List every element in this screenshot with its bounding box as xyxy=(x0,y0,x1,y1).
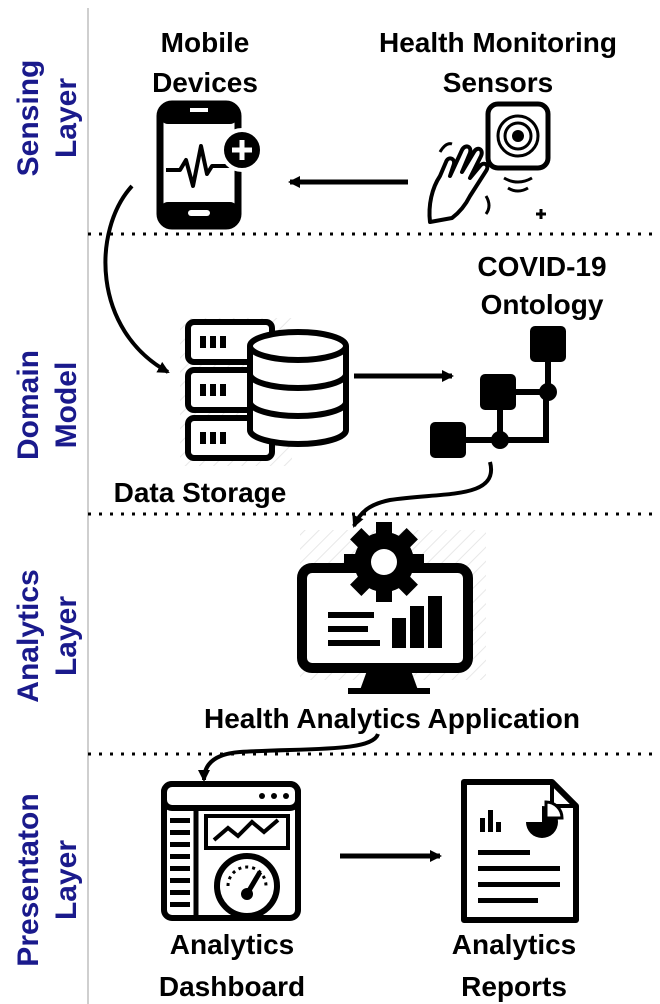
reports-label-line1: Analytics xyxy=(452,929,577,960)
layer-label-presentation: Presentaton Layer xyxy=(12,793,83,966)
app-label: Health Analytics Application xyxy=(204,703,580,734)
layer-label-domain: Domain Model xyxy=(12,350,83,460)
dashboard-label-line1: Analytics xyxy=(170,929,295,960)
sensors-label-line2: Sensors xyxy=(443,67,554,98)
mobile-health-icon xyxy=(156,100,264,230)
mobile-to-storage-arrow xyxy=(103,184,170,374)
layer-label-line1: Analytics xyxy=(12,569,45,702)
sensors-label-line1: Health Monitoring xyxy=(379,27,617,58)
ontology-to-app-arrow xyxy=(352,461,494,528)
mobile-label-line1: Mobile xyxy=(161,27,250,58)
layer-label-line2: Layer xyxy=(50,840,83,920)
app-to-dashboard-arrow xyxy=(198,732,380,782)
reports-label-line2: Reports xyxy=(461,971,567,1002)
ontology-graph-icon xyxy=(430,326,566,458)
layer-label-sensing: Sensing Layer xyxy=(12,60,83,177)
storage-label: Data Storage xyxy=(114,477,287,508)
layer-label-line2: Layer xyxy=(50,596,83,676)
analytics-monitor-icon xyxy=(297,522,486,694)
layer-label-line1: Presentaton xyxy=(12,793,45,966)
ontology-label-line1: COVID-19 xyxy=(477,251,606,282)
layer-label-line2: Model xyxy=(50,362,83,449)
mobile-label-line2: Devices xyxy=(152,67,258,98)
layer-label-line1: Domain xyxy=(12,350,45,460)
database-server-icon xyxy=(180,318,349,466)
dashboard-label-line2: Dashboard xyxy=(159,971,305,1002)
health-sensor-icon xyxy=(427,101,551,224)
layer-label-analytics: Analytics Layer xyxy=(12,569,83,702)
dashboard-icon xyxy=(161,781,301,921)
layer-label-line1: Sensing xyxy=(12,60,45,177)
report-document-icon xyxy=(461,779,579,923)
ontology-label-line2: Ontology xyxy=(481,289,604,320)
layer-label-line2: Layer xyxy=(50,78,83,158)
